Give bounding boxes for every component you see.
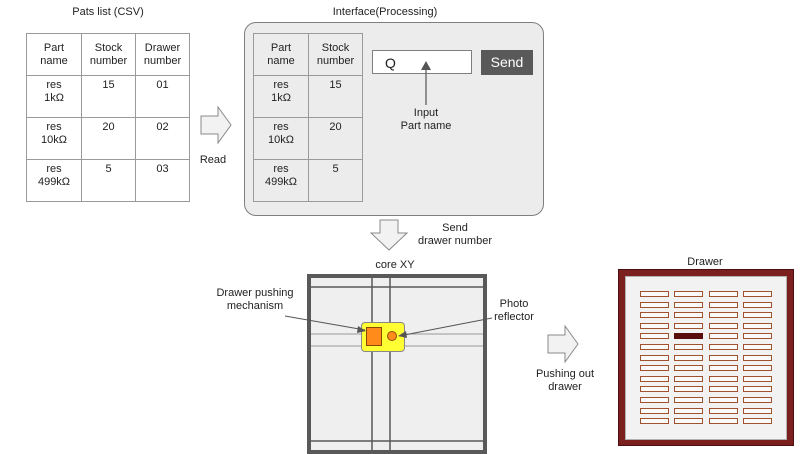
drawer-slot	[743, 301, 772, 308]
table-row: res 1kΩ 15	[253, 75, 363, 118]
drawer-slot	[674, 322, 703, 329]
drawer-slot-grid	[640, 291, 780, 431]
drawer-slot	[674, 386, 703, 393]
drawer-slot	[743, 365, 772, 372]
drawer-slot	[640, 375, 669, 382]
table-row: res 499kΩ 5	[253, 159, 363, 202]
drawer-slot	[674, 301, 703, 308]
csv-parts-table: Part name Stock number Drawer number res…	[26, 33, 190, 202]
drawer-slot	[640, 418, 669, 425]
drawer-slot	[709, 386, 738, 393]
drawer-slot	[743, 312, 772, 319]
drawer-slot	[709, 354, 738, 361]
drawer-slot	[674, 418, 703, 425]
corexy-title: core XY	[375, 259, 415, 271]
drawer-slot	[709, 344, 738, 350]
drawer-slot	[709, 291, 738, 297]
input-hint-line2: Part name	[400, 120, 452, 132]
drawer-slot	[640, 354, 669, 361]
pushing-out-line1: Pushing out	[535, 368, 595, 380]
drawer-slot	[743, 344, 772, 350]
drawer-slot	[709, 312, 738, 319]
cell-stock: 5	[308, 159, 363, 202]
cell-stock: 15	[308, 75, 363, 118]
input-pointer-arrow	[421, 61, 431, 105]
cell-stock: 15	[81, 75, 136, 118]
drawer-slot	[709, 322, 738, 329]
cell-part-name: res 499kΩ	[26, 159, 82, 202]
cell-drawer: 02	[135, 117, 190, 160]
csv-list-title: Pats list (CSV)	[72, 6, 144, 18]
drawer-slot	[709, 365, 738, 372]
drawer-slot	[709, 407, 738, 414]
cell-stock: 20	[81, 117, 136, 160]
drawer-slot	[640, 333, 669, 340]
drawer-slot	[709, 375, 738, 382]
pushing-out-line2: drawer	[548, 381, 582, 393]
drawer-slot	[640, 407, 669, 414]
table-header-row: Part name Stock number	[253, 33, 363, 76]
pusher-label-line2: mechanism	[226, 300, 284, 312]
interface-parts-table: Part name Stock number res 1kΩ 15 res 10…	[253, 33, 363, 202]
table-row: res 499kΩ 5 03	[26, 159, 190, 202]
drawer-slot	[640, 397, 669, 403]
send-down-arrow-icon	[370, 219, 408, 251]
drawer-slot	[743, 322, 772, 329]
drawer-slot	[674, 365, 703, 372]
drawer-slot	[640, 344, 669, 350]
drawer-slot	[743, 386, 772, 393]
read-label: Read	[199, 154, 227, 166]
corexy-rails	[311, 278, 483, 450]
cell-stock: 20	[308, 117, 363, 160]
cell-drawer: 03	[135, 159, 190, 202]
header-stock-number: Stock number	[308, 33, 363, 76]
input-hint-line1: Input	[413, 107, 439, 119]
drawer-slot	[743, 375, 772, 382]
photo-label-line1: Photo	[499, 298, 529, 310]
drawer-slot	[640, 312, 669, 319]
header-part-name: Part name	[26, 33, 82, 76]
drawer-slot	[674, 407, 703, 414]
drawer-slot	[743, 354, 772, 361]
photo-label-line2: reflector	[494, 311, 534, 323]
photo-reflector-icon	[387, 331, 397, 341]
pusher-block	[366, 327, 382, 346]
drawer-title: Drawer	[687, 256, 723, 268]
drawer-slot	[640, 301, 669, 308]
table-row: res 10kΩ 20 02	[26, 117, 190, 160]
read-arrow-icon	[200, 106, 232, 144]
drawer-slot	[674, 312, 703, 319]
drawer-slot	[709, 301, 738, 308]
drawer-slot-active	[674, 333, 703, 340]
drawer-slot	[674, 291, 703, 297]
drawer-slot	[743, 291, 772, 297]
send-button[interactable]: Send	[481, 50, 533, 75]
drawer-slot	[640, 291, 669, 297]
drawer-slot	[743, 407, 772, 414]
drawer-slot	[674, 397, 703, 403]
cell-part-name: res 499kΩ	[253, 159, 309, 202]
drawer-slot	[709, 397, 738, 403]
drawer-slot	[640, 322, 669, 329]
header-drawer-number: Drawer number	[135, 33, 190, 76]
drawer-slot	[709, 418, 738, 425]
drawer-slot	[709, 333, 738, 340]
send-drawer-line1: Send	[442, 222, 468, 234]
pusher-label-line1: Drawer pushing	[216, 287, 294, 299]
cell-part-name: res 1kΩ	[26, 75, 82, 118]
drawer-slot	[640, 365, 669, 372]
drawer-slot	[674, 354, 703, 361]
drawer-slot	[743, 333, 772, 340]
drawer-slot	[674, 344, 703, 350]
drawer-slot	[743, 397, 772, 403]
interface-title: Interface(Processing)	[332, 6, 438, 18]
table-header-row: Part name Stock number Drawer number	[26, 33, 190, 76]
drawer-slot	[743, 418, 772, 425]
send-drawer-line2: drawer number	[418, 235, 492, 247]
table-row: res 1kΩ 15 01	[26, 75, 190, 118]
drawer-slot	[674, 375, 703, 382]
push-out-arrow-icon	[547, 325, 579, 363]
drawer-slot	[640, 386, 669, 393]
